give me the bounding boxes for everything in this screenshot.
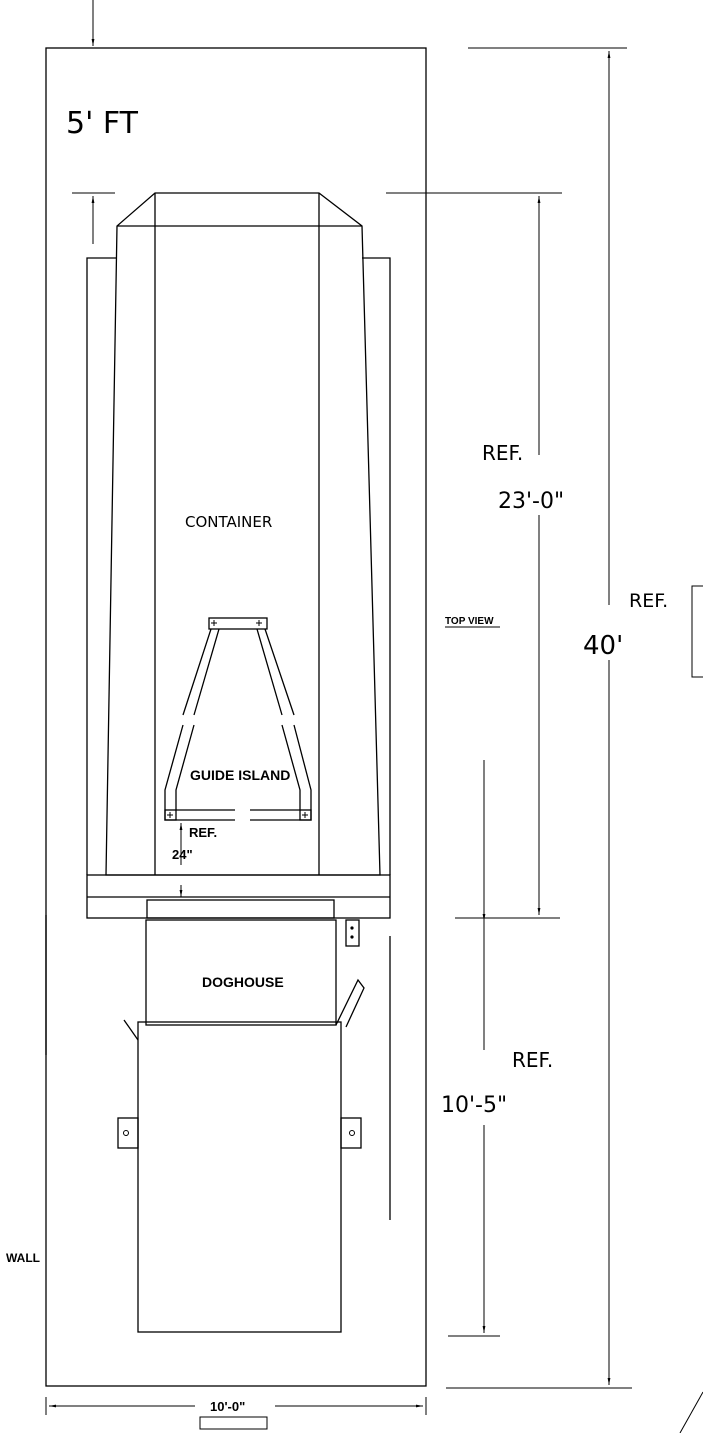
top-view-label: TOP VIEW [445,616,494,627]
dim-10-5-value: 10'-5" [441,1093,507,1118]
container-label: CONTAINER [185,513,272,531]
side-ref-box [691,585,703,678]
wall-label: WALL [6,1251,40,1265]
ref-24-dim: 24" [172,847,193,862]
dim-40-lines [446,47,632,1389]
doghouse-label: DOGHOUSE [202,974,284,990]
guide-island [164,617,312,821]
dim-10-5-lines [448,760,500,1337]
dim-23-lines [386,192,562,919]
diagonal-line [679,1391,703,1433]
dim-40-value: 40' [583,631,623,661]
doghouse [123,919,365,1041]
ref-24-label: REF. [189,825,217,840]
ref-side-label: REF. [629,590,668,612]
container-base-beam [86,874,391,919]
guide-island-label: GUIDE ISLAND [190,767,290,783]
ref-10-label: REF. [512,1048,553,1072]
site-pad-outline [45,47,427,1387]
five-ft-dimension [72,0,130,244]
dim-width-lines [45,1397,427,1415]
five-ft-label: 5' FT [66,106,139,141]
hopper-body [117,1021,362,1333]
scale-bar [199,1416,268,1430]
ref-23-label: REF. [482,441,523,465]
dim-width-value: 10'-0" [210,1399,245,1414]
dim-23-value: 23'-0" [498,489,564,514]
